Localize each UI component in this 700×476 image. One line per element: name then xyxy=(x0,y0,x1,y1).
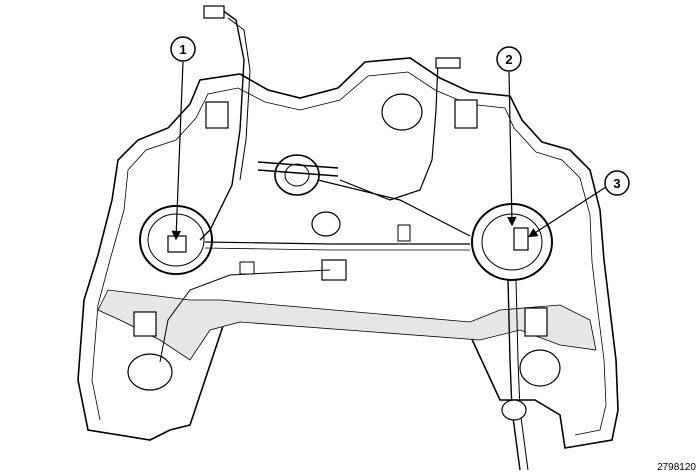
center-valve-inner xyxy=(284,163,310,187)
recess-small-right xyxy=(397,224,411,242)
feed-line-bottom xyxy=(507,279,521,471)
callout-2-label: 2 xyxy=(505,52,512,67)
cross-line-2 xyxy=(204,247,470,251)
diagonal-line xyxy=(317,179,471,237)
wiring-harness-left xyxy=(199,9,245,241)
callout-3-label: 3 xyxy=(613,176,620,191)
callout-1-circle xyxy=(170,36,196,62)
recess-bottom-right xyxy=(524,307,548,337)
left-lower-line xyxy=(159,269,331,363)
vent-line-top xyxy=(339,61,439,201)
callout-3-leader xyxy=(527,186,607,238)
callout-1-label: 1 xyxy=(179,42,186,57)
wiring-harness-left-2 xyxy=(227,17,251,181)
callout-2-leader xyxy=(507,71,517,227)
cross-line xyxy=(204,241,470,245)
recess-top-right xyxy=(454,99,478,129)
recess-top-left xyxy=(205,101,229,129)
boss-top-center xyxy=(381,93,423,131)
feed-line-bottom-2 xyxy=(515,279,529,471)
left-module-connector xyxy=(167,235,187,253)
tank-bottom-ridge xyxy=(97,289,597,361)
boss-bottom-right xyxy=(519,349,561,387)
figure-id: 2798120 xyxy=(657,462,696,473)
bottom-fitting xyxy=(501,399,527,421)
center-valve-clamp xyxy=(257,161,339,177)
vent-fitting-top xyxy=(435,57,461,69)
recess-small-left xyxy=(239,261,255,275)
callout-2-circle xyxy=(496,46,522,72)
right-module-connector xyxy=(513,227,529,251)
boss-bottom-left xyxy=(127,353,173,391)
harness-connector-top xyxy=(203,5,225,19)
callout-1-leader xyxy=(171,61,184,241)
recess-bottom-left xyxy=(133,311,157,337)
tank-inner-contour xyxy=(91,71,607,436)
callout-3-circle xyxy=(604,170,630,196)
boss-center-valve xyxy=(311,211,341,237)
